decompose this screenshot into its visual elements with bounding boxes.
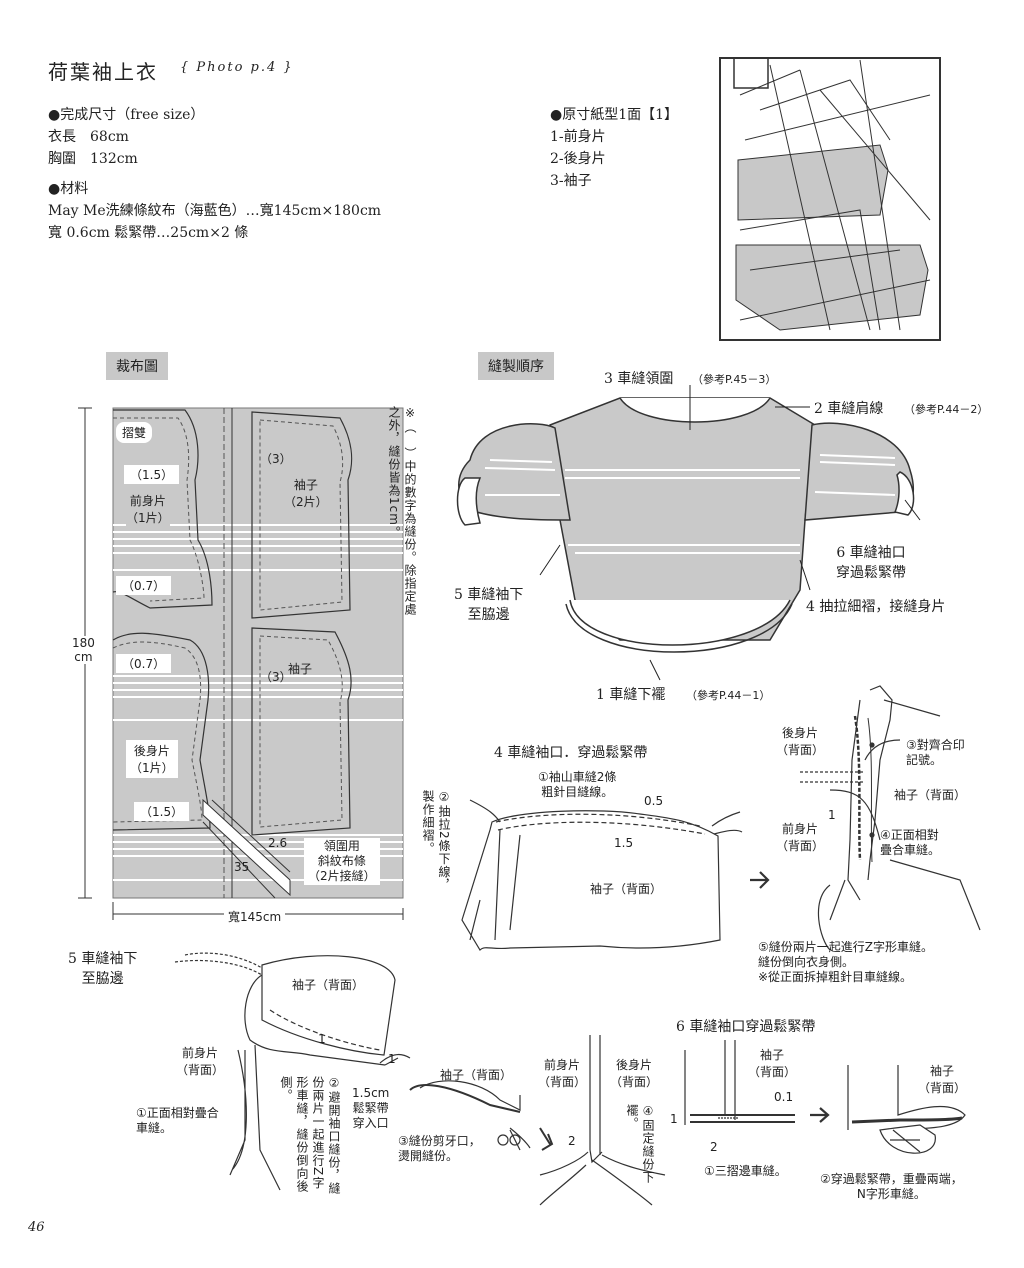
dimension-label: 2	[710, 1140, 718, 1154]
step6-note-1: ①三摺邊車縫。	[704, 1164, 787, 1178]
step4-note-2: ②抽拉2條下線，製作細褶。	[421, 790, 451, 892]
step4-detail-title: 4 車縫袖口．穿過鬆緊帶	[494, 745, 648, 761]
size-heading: ●完成尺寸（free size）	[48, 107, 205, 123]
step1-label: 1 車縫下襬	[596, 687, 666, 703]
step3-label: 3 車縫領圍	[604, 371, 674, 387]
step6-detail-title: 6 車縫袖口穿過鬆緊帶	[676, 1019, 816, 1035]
step5-note-3: ③縫份剪牙口， 燙開縫份。	[398, 1134, 481, 1163]
step6-label: 6 車縫袖口 穿過鬆緊帶	[836, 545, 906, 581]
step4-note-4: ④正面相對 疊合車縫。	[880, 828, 941, 857]
page-number: 46	[28, 1220, 45, 1235]
photo-reference: { Photo p.4 }	[180, 60, 294, 75]
sewing-order-title: 縫製順序	[478, 352, 554, 380]
front-piece-label: 前身片 （1片）	[126, 492, 170, 526]
dimension-label: 0.1	[774, 1090, 794, 1104]
front-piece-wrong-side-label: 前身片 （背面）	[176, 1046, 225, 1077]
pattern-part-3: 3-袖子	[550, 173, 592, 189]
step5-note-2: ②避開袖口縫份，縫份兩片一起進行Z字形車縫，縫份倒向後側。	[279, 1076, 341, 1195]
step4-sleeve-drawing	[461, 799, 770, 951]
front-piece-wrong-side-label: 前身片 （背面）	[538, 1058, 587, 1089]
fold-label: 摺雙	[116, 422, 153, 443]
step5-label: 5 車縫袖下 至脇邊	[454, 587, 524, 623]
pattern-sheet-thumbnail	[719, 57, 941, 341]
dimension-label: 1.5	[614, 836, 634, 850]
dimension-label: 1	[388, 1052, 396, 1066]
sleeve-wrong-side-label: 袖子（背面）	[440, 1068, 513, 1082]
step5-drawing	[174, 952, 666, 1206]
seam-allowance-label: （0.7）	[116, 576, 172, 595]
bias-strip-label: 領圍用 斜紋布條 （2片接縫）	[304, 838, 380, 885]
dimension-label: 1	[318, 1032, 326, 1046]
step3-reference: （參考P.45－3）	[692, 373, 777, 386]
pattern-part-1: 1-前身片	[550, 129, 606, 145]
sleeve-piece-label: 袖子	[288, 662, 313, 676]
step5-note-4: ④固定縫份下襬。	[625, 1104, 655, 1184]
dimension-label: 35	[234, 860, 250, 874]
dimension-label: 1	[670, 1112, 678, 1126]
seam-allowance-label: （1.5）	[124, 465, 180, 484]
pattern-part-2: 2-後身片	[550, 151, 606, 167]
step4-note-1: ①袖山車縫2條 粗針目縫線。	[538, 770, 617, 799]
pattern-info: ●原寸紙型1面【1】 1-前身片 2-後身片 3-袖子	[550, 104, 678, 192]
chest-spec: 胸圍 132cm	[48, 151, 138, 167]
garment-illustration	[456, 385, 921, 681]
length-spec: 衣長 68cm	[48, 129, 129, 145]
front-piece-wrong-side-label: 前身片 （背面）	[776, 822, 825, 853]
back-piece-wrong-side-label: 後身片 （背面）	[776, 726, 825, 757]
materials-heading: ●材料	[48, 181, 89, 197]
step4-label: 4 抽拉細褶，接縫身片	[806, 599, 946, 615]
fabric-width-label: 寬145cm	[224, 908, 286, 925]
step6-drawing	[684, 1040, 966, 1154]
seam-allowance-note: ※（ ）中的數字為縫份。除指定處之外，縫份皆為1cm。	[387, 406, 417, 616]
back-piece-wrong-side-label: 後身片 （背面）	[610, 1058, 659, 1089]
back-piece-label: 後身片 （1片）	[126, 740, 178, 778]
fabric-height-label: 180 cm	[72, 636, 95, 664]
sleeve-wrong-side-label: 袖子 （背面）	[748, 1048, 797, 1079]
elastic-spec: 寬 0.6cm 鬆緊帶…25cm×2 條	[48, 225, 249, 241]
elastic-opening-label: 1.5cm 鬆緊帶 穿入口	[352, 1086, 390, 1130]
seam-allowance-label: （3）	[260, 670, 292, 684]
seam-allowance-label: （3）	[260, 452, 292, 466]
step2-reference: （參考P.44－2）	[904, 403, 989, 416]
fabric-spec: May Me洗練條紋布（海藍色）…寬145cm×180cm	[48, 203, 382, 219]
sleeve-wrong-side-label: 袖子（背面）	[292, 978, 365, 992]
step4-note-5: ⑤縫份兩片一起進行Z字形車縫。 縫份倒向衣身側。 ※從正面拆掉粗針目車縫線。	[758, 940, 933, 984]
dimension-label: 2.6	[268, 836, 288, 850]
dimension-label: 2	[568, 1134, 576, 1148]
step2-label: 2 車縫肩線	[814, 401, 884, 417]
sleeve-wrong-side-label: 袖子（背面）	[590, 882, 663, 896]
sleeve-piece-label: 袖子 （2片）	[284, 478, 328, 509]
specs: ●完成尺寸（free size） 衣長 68cm 胸圍 132cm ●材料 Ma…	[48, 104, 381, 244]
dimension-label: 0.5	[644, 794, 664, 808]
step6-note-2: ②穿過鬆緊帶，重疊兩端， N字形車縫。	[820, 1172, 963, 1201]
sleeve-wrong-side-label: 袖子（背面）	[894, 788, 967, 802]
step4-assembly-drawing	[800, 685, 981, 951]
step1-reference: （參考P.44－1）	[686, 689, 771, 702]
seam-allowance-label: （0.7）	[116, 654, 172, 673]
seam-allowance-label: （1.5）	[134, 802, 190, 821]
pattern-heading: ●原寸紙型1面【1】	[550, 107, 679, 123]
step5-detail-title: 5 車縫袖下 至脇邊	[68, 951, 138, 987]
sleeve-wrong-side-label: 袖子 （背面）	[918, 1064, 967, 1095]
step4-note-3: ③對齊合印 記號。	[906, 738, 965, 767]
page-title: 荷葉袖上衣	[48, 60, 158, 84]
cutting-layout-title: 裁布圖	[106, 352, 168, 380]
dimension-label: 1	[828, 808, 836, 822]
step5-note-1: ①正面相對疊合 車縫。	[136, 1106, 219, 1135]
